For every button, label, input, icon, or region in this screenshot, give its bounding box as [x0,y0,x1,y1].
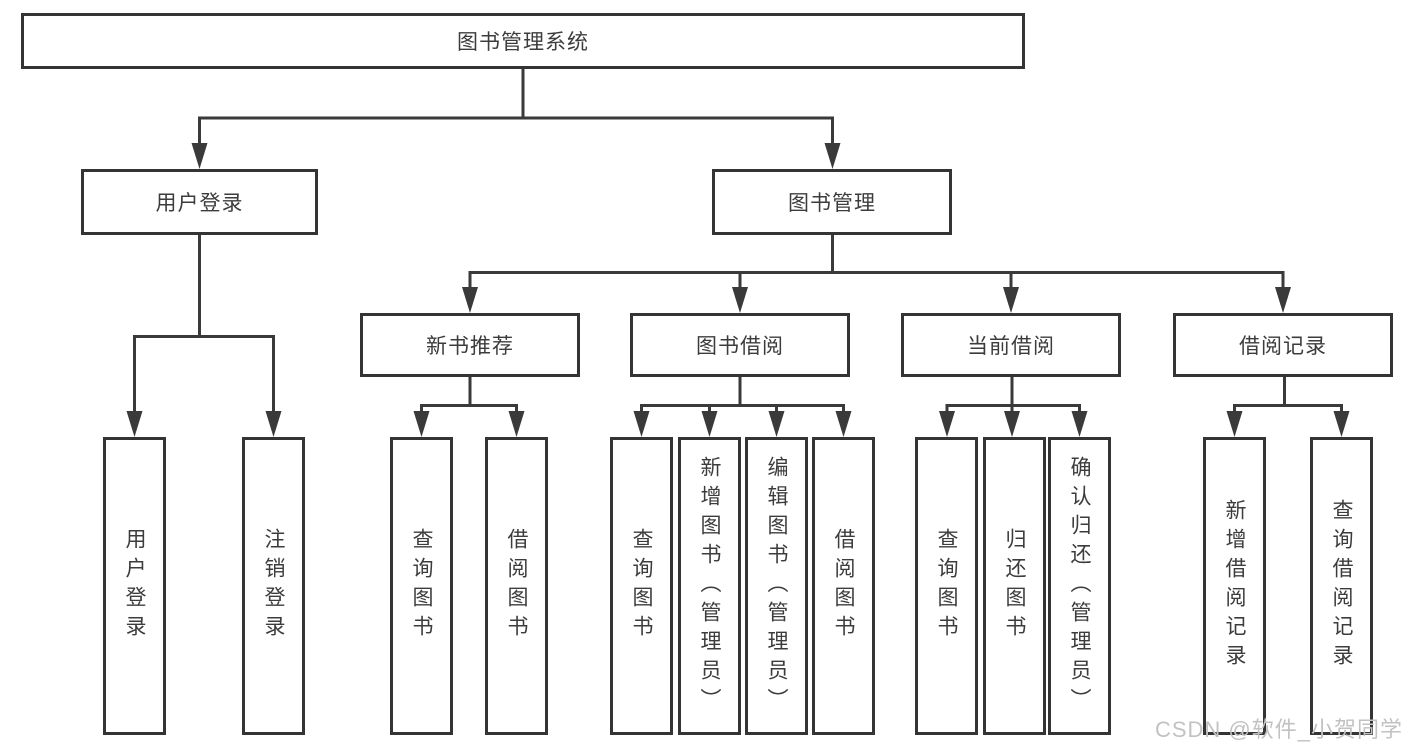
leaf-label: 新增借阅记录 [1223,499,1246,673]
node-label: 图书管理系统 [457,31,589,54]
connector-newbook-bracket [420,377,518,417]
leaf-logout: 注销登录 [242,437,305,735]
leaf-query-books-recommend: 查询图书 [390,437,453,735]
leaf-return-book: 归还图书 [983,437,1046,735]
leaf-add-book-admin: 新增图书（管理员） [678,437,741,735]
leaf-label: 注销登录 [262,528,285,644]
node-label: 图书借阅 [696,335,784,358]
leaf-label: 借阅图书 [832,528,855,644]
node-borrow-records: 借阅记录 [1173,313,1393,377]
node-label: 借阅记录 [1239,335,1327,358]
csdn-watermark: CSDN @软件_小贺同学 [1154,717,1403,742]
node-label: 新书推荐 [426,335,514,358]
node-label: 图书管理 [788,192,876,215]
connector-borrow-bracket [640,377,845,417]
leaf-label: 借阅图书 [505,528,528,644]
node-book-borrow: 图书借阅 [630,313,850,377]
node-current-borrow: 当前借阅 [901,313,1121,377]
leaf-query-books-current: 查询图书 [915,437,978,735]
leaf-label: 查询借阅记录 [1330,499,1353,673]
leaf-confirm-return-admin: 确认归还（管理员） [1048,437,1111,735]
leaf-label: 查询图书 [935,528,958,644]
leaf-query-borrow-record: 查询借阅记录 [1310,437,1373,735]
node-library-system: 图书管理系统 [21,13,1025,69]
leaf-label: 查询图书 [410,528,433,644]
leaf-label: 用户登录 [123,528,146,644]
connector-userlogin-bracket [133,335,275,417]
leaf-add-borrow-record: 新增借阅记录 [1203,437,1266,735]
leaf-label: 确认归还（管理员） [1068,455,1091,717]
node-user-login: 用户登录 [81,169,318,235]
leaf-user-login: 用户登录 [103,437,166,735]
leaf-edit-book-admin: 编辑图书（管理员） [745,437,808,735]
connector-bookmgmt-bracket [468,271,1285,293]
node-label: 当前借阅 [967,335,1055,358]
leaf-query-books-borrow: 查询图书 [610,437,673,735]
leaf-label: 归还图书 [1003,528,1026,644]
node-new-book-recommend: 新书推荐 [360,313,580,377]
leaf-borrow-book-recommend: 借阅图书 [485,437,548,735]
leaf-borrow-book: 借阅图书 [812,437,875,735]
leaf-label: 查询图书 [630,528,653,644]
node-label: 用户登录 [155,192,244,215]
connector-root-bracket [198,116,834,149]
leaf-label: 新增图书（管理员） [698,455,721,717]
arrowhead-icons [126,143,1350,437]
leaf-label: 编辑图书（管理员） [765,455,788,717]
node-book-management: 图书管理 [712,169,952,235]
connector-records-bracket [1233,377,1343,417]
